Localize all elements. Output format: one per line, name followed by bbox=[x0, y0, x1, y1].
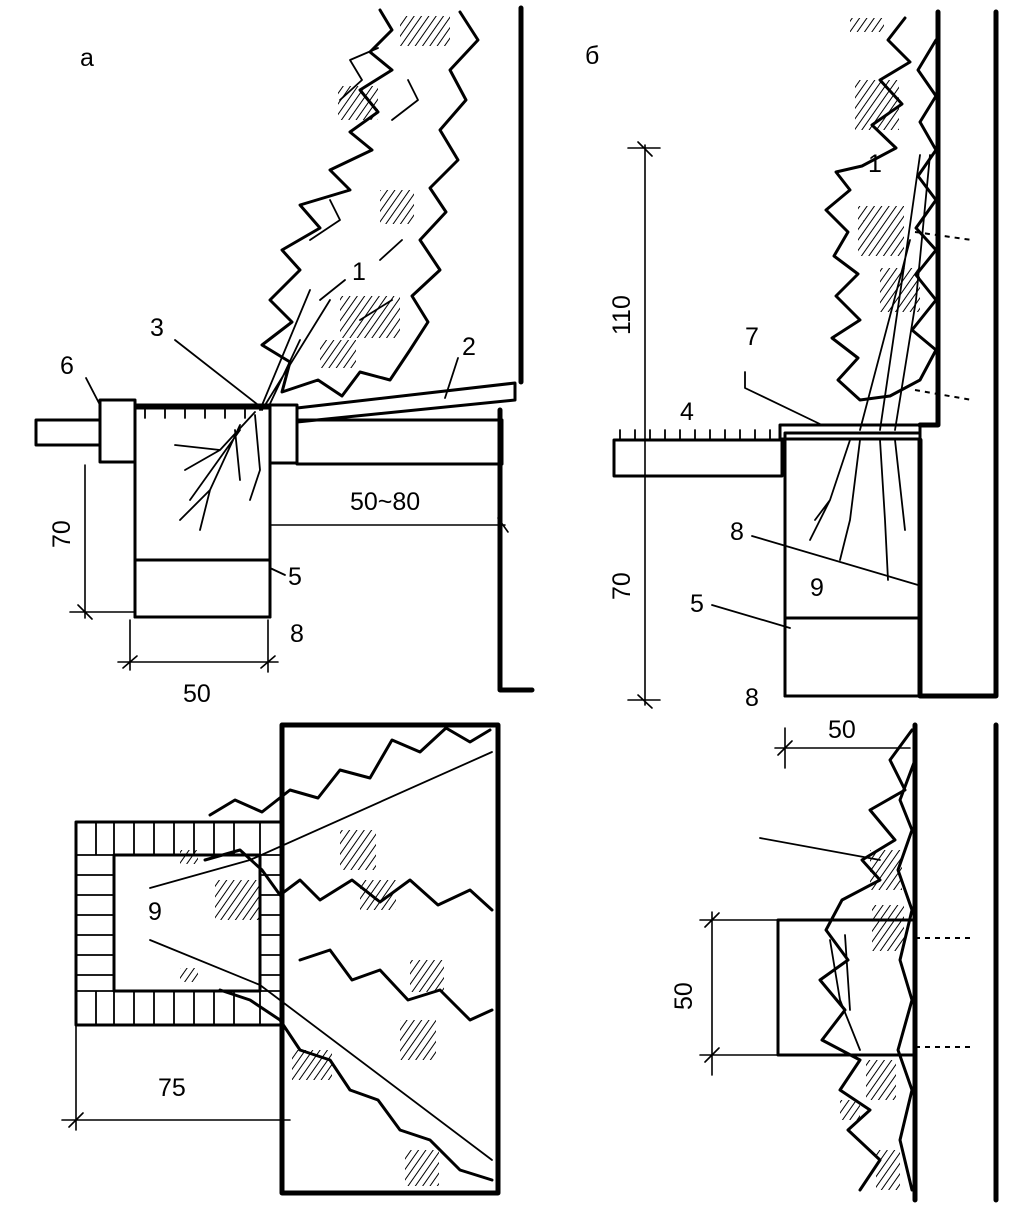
leaf-cluster bbox=[338, 86, 378, 120]
dim-label-width-a: 50 bbox=[183, 680, 211, 708]
vine-foliage-a bbox=[260, 8, 480, 398]
plan-right bbox=[699, 722, 999, 1203]
vine-stems-b bbox=[859, 154, 931, 431]
leaf-cluster bbox=[850, 18, 884, 32]
roots-b bbox=[809, 439, 906, 581]
callout-7-b: 7 bbox=[745, 323, 759, 351]
leaf-cluster bbox=[840, 1100, 860, 1120]
vine-foliage-b bbox=[824, 16, 938, 402]
callout-2-a: 2 bbox=[462, 333, 476, 361]
dim-line-width-a bbox=[117, 619, 279, 673]
wall-plan-right bbox=[912, 722, 999, 1203]
leaf-cluster bbox=[876, 1150, 900, 1190]
dim-label-height-plan-right: 50 bbox=[670, 982, 698, 1010]
section-a bbox=[34, 5, 535, 693]
leaf-cluster bbox=[870, 850, 902, 890]
sloped-pavement-a bbox=[295, 381, 517, 424]
callout-9-plan: 9 bbox=[148, 898, 162, 926]
leaf-cluster bbox=[292, 1050, 332, 1080]
panel-letter-b: б bbox=[585, 42, 599, 70]
leader-3-a bbox=[174, 339, 263, 409]
callout-1-a: 1 bbox=[352, 258, 366, 286]
drainage-layer-b bbox=[783, 616, 922, 698]
leaf-cluster bbox=[858, 206, 904, 256]
callout-5-a: 5 bbox=[288, 563, 302, 591]
leaf-cluster bbox=[360, 880, 396, 910]
curb-stone-right-a bbox=[268, 403, 299, 465]
leaf-cluster bbox=[400, 16, 450, 46]
leaf-cluster bbox=[340, 830, 376, 870]
leader-6-a bbox=[85, 377, 101, 406]
leader-7-b bbox=[744, 371, 823, 426]
callout-4-b: 4 bbox=[680, 398, 694, 426]
dim-label-depth-b: 70 bbox=[608, 572, 636, 600]
leaf-cluster bbox=[410, 960, 444, 992]
dim-label-height-b: 110 bbox=[608, 295, 636, 335]
vine-foliage-plan-right bbox=[818, 728, 917, 1192]
leaf-cluster bbox=[215, 880, 259, 920]
pavement-slab-b bbox=[612, 438, 784, 478]
leaf-cluster bbox=[320, 340, 356, 368]
wall-plan-left bbox=[279, 722, 501, 1196]
wall-b bbox=[917, 9, 999, 699]
vine-stem-a bbox=[259, 289, 331, 411]
leader-2-a bbox=[444, 357, 459, 399]
leader-5-b bbox=[711, 604, 791, 629]
callout-9-b: 9 bbox=[810, 574, 824, 602]
leaf-cluster bbox=[340, 296, 400, 338]
leaf-cluster bbox=[855, 80, 899, 130]
dim-label-width-plan-right: 50 bbox=[828, 716, 856, 744]
planting-pit-a bbox=[133, 403, 272, 619]
leaf-cluster bbox=[180, 850, 198, 864]
vine-stems-plan-left bbox=[149, 751, 493, 1161]
roots-a bbox=[174, 411, 261, 531]
dim-line-width-plan-right bbox=[774, 727, 911, 769]
leaf-cluster bbox=[400, 1020, 436, 1060]
dim-line-height-b bbox=[627, 141, 661, 709]
pit-edge-bricks-a bbox=[144, 407, 246, 419]
wall-a bbox=[497, 5, 535, 693]
vine-foliage-plan-left bbox=[203, 726, 494, 1182]
vine-foliage-inner-a bbox=[309, 47, 419, 321]
panel-letter-a: а bbox=[80, 44, 94, 72]
sidewalk-slab-a bbox=[34, 418, 102, 447]
anchor-line-b bbox=[914, 389, 973, 401]
pit-plan-bricks bbox=[75, 821, 283, 1026]
leaf-cluster bbox=[405, 1150, 439, 1186]
planting-pit-b bbox=[783, 431, 922, 698]
curb-stone-left-a bbox=[98, 398, 137, 464]
pit-curb-b bbox=[778, 423, 922, 441]
dim-line-width-plan-left bbox=[61, 1024, 291, 1131]
dim-line-depth-a bbox=[69, 464, 136, 620]
vine-stems-plan-right bbox=[759, 837, 881, 1051]
dim-label-depth-a: 70 bbox=[48, 520, 76, 548]
dim-label-width-plan-left: 75 bbox=[158, 1074, 186, 1102]
section-b bbox=[612, 9, 999, 709]
leaf-cluster bbox=[380, 190, 414, 224]
leaf-cluster bbox=[180, 968, 198, 982]
drainage-layer-a bbox=[133, 558, 272, 619]
slab-grate-b bbox=[619, 429, 771, 441]
pavement-base-a bbox=[295, 418, 504, 466]
leader-5-a bbox=[269, 567, 286, 576]
dim-line-height-plan-right bbox=[699, 911, 781, 1076]
callout-3-a: 3 bbox=[150, 314, 164, 342]
callout-5-b: 5 bbox=[690, 590, 704, 618]
plan-left bbox=[61, 722, 501, 1196]
callout-6-a: 6 bbox=[60, 352, 74, 380]
callout-8-bottom-b: 8 bbox=[745, 684, 759, 712]
callout-8-a: 8 bbox=[290, 620, 304, 648]
callout-1-b: 1 bbox=[868, 150, 882, 178]
planter-box-plan-right bbox=[776, 918, 917, 1057]
callout-8-mid-b: 8 bbox=[730, 518, 744, 546]
leader-8-b bbox=[751, 535, 919, 586]
leaf-cluster bbox=[872, 905, 904, 951]
dim-line-offset-a bbox=[269, 517, 509, 533]
pit-plan-outer bbox=[74, 820, 284, 1027]
leaf-cluster bbox=[866, 1060, 896, 1100]
dim-label-offset-a: 50~80 bbox=[350, 488, 420, 516]
